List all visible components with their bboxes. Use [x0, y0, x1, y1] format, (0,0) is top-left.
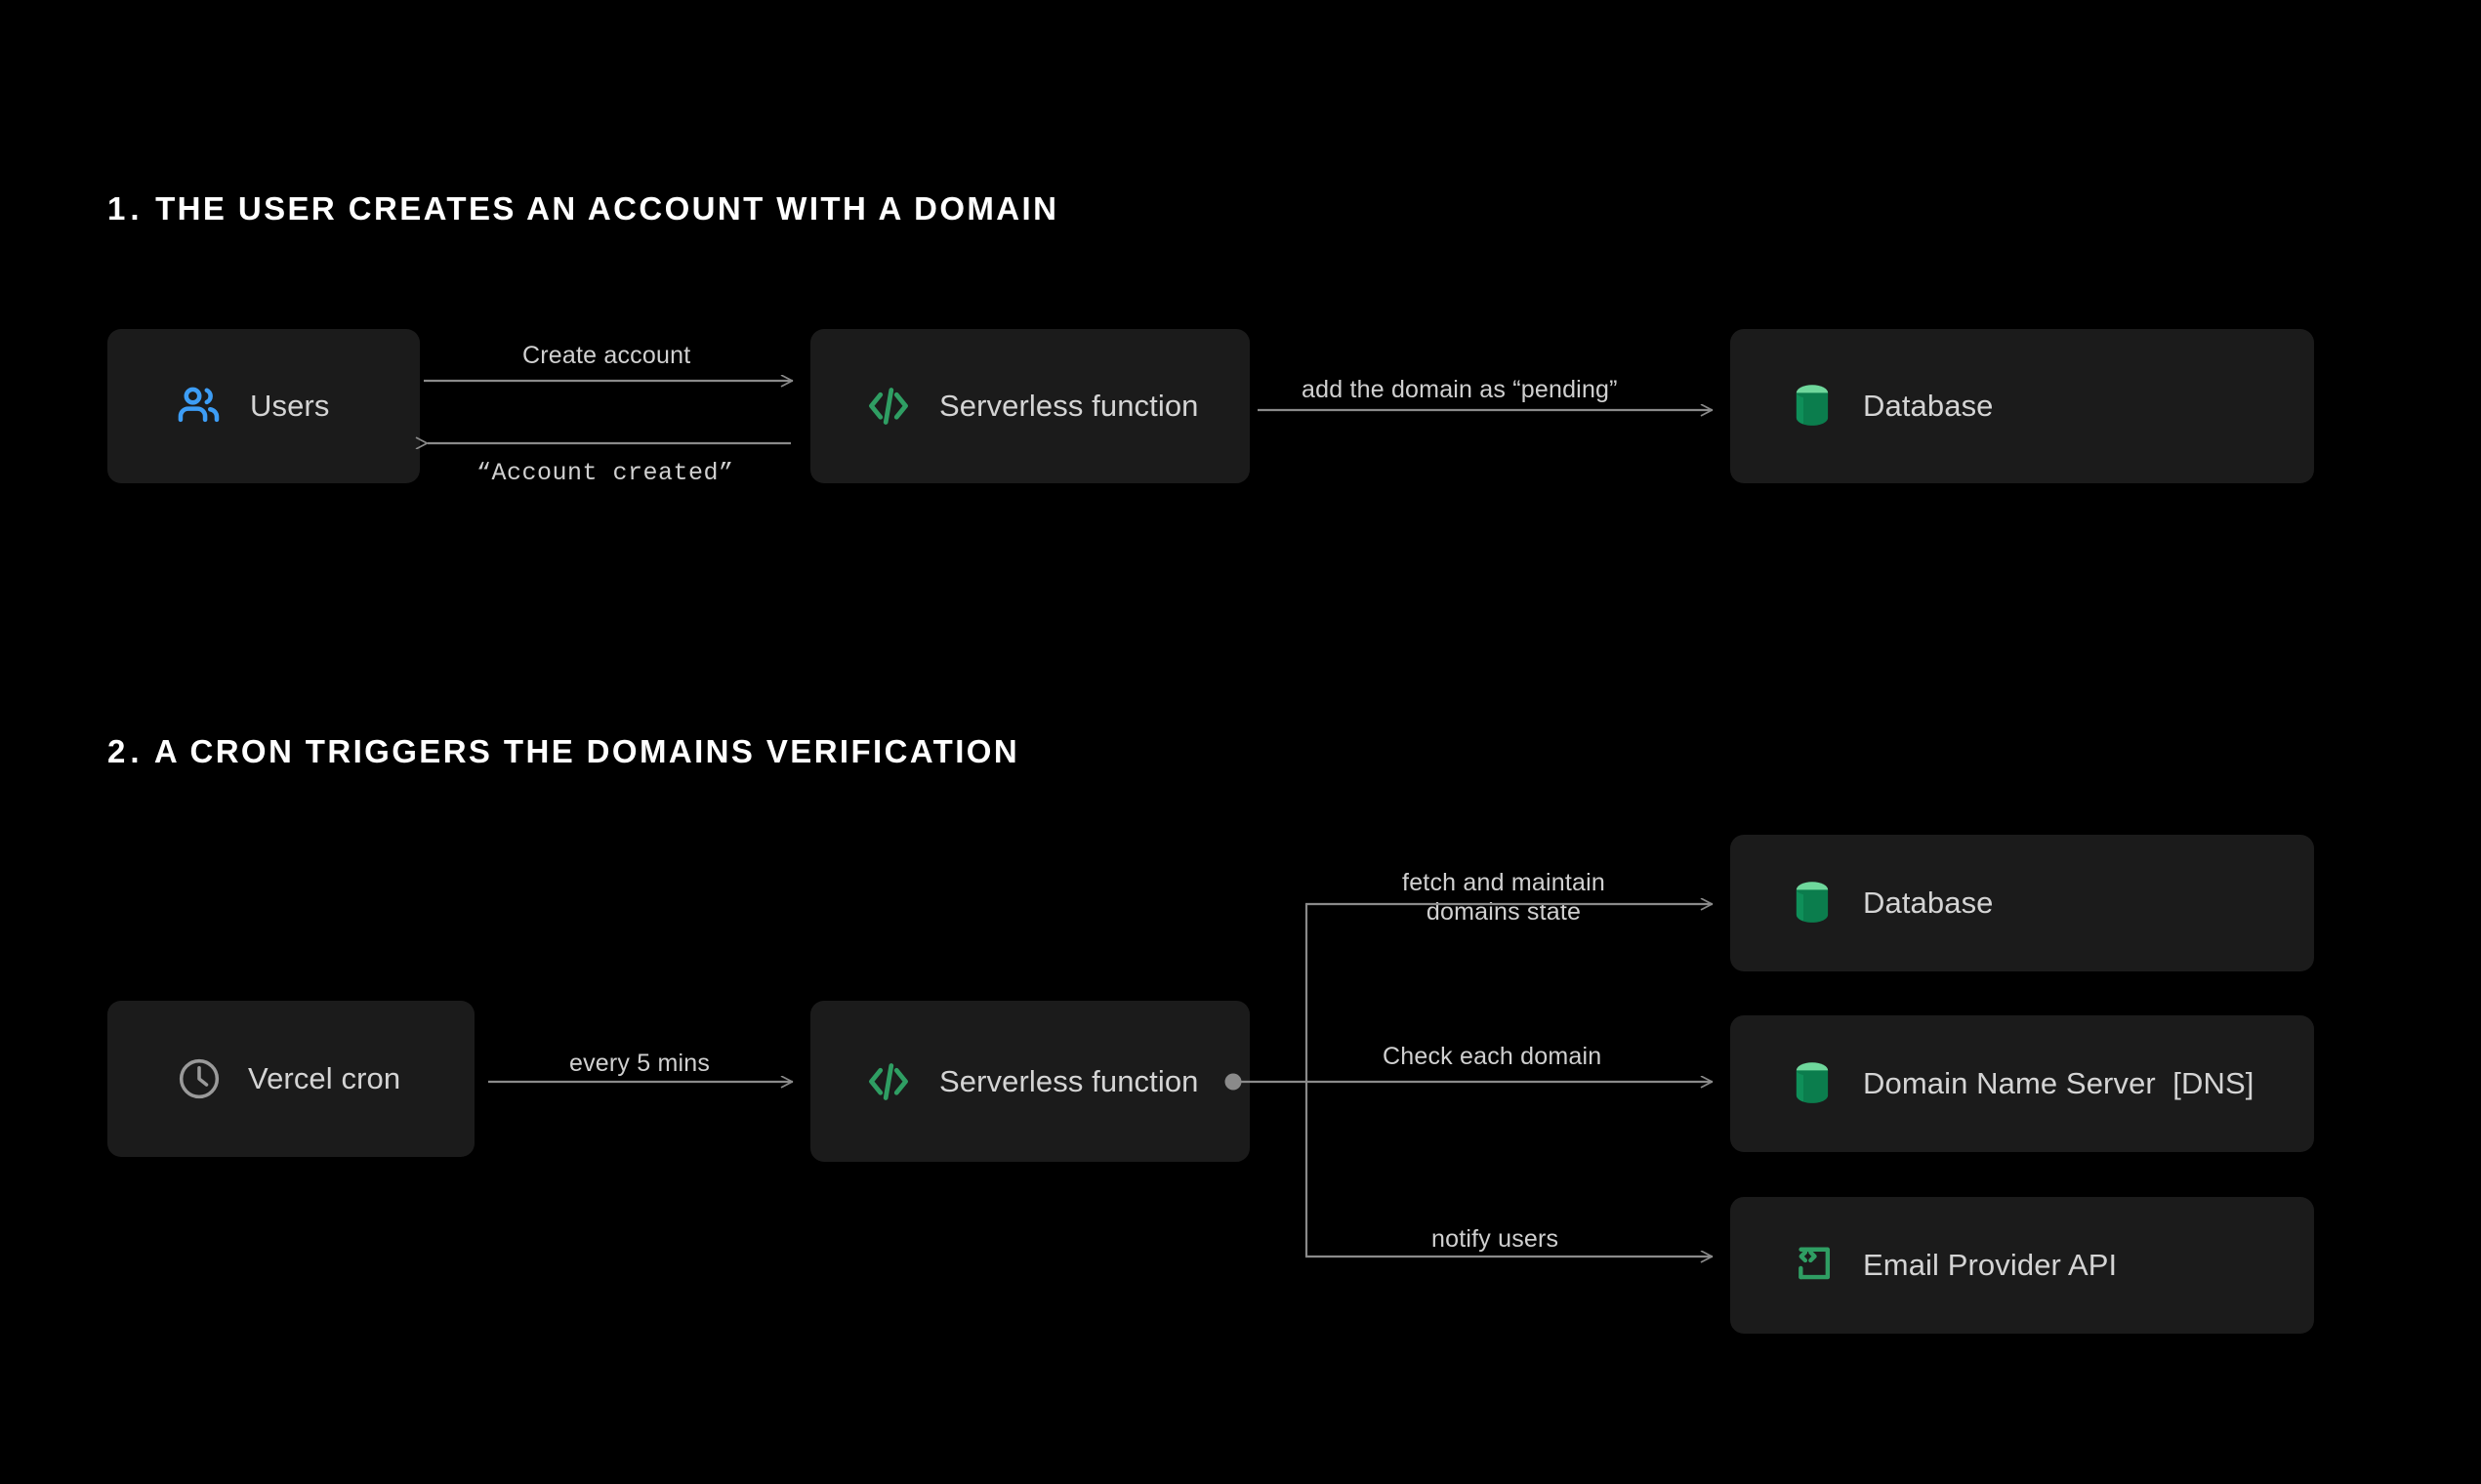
code-brackets-icon: [863, 381, 914, 432]
node-database-1[interactable]: Database: [1730, 329, 2314, 483]
edge-label-account-created: “Account created”: [476, 459, 734, 487]
edge-label-fetch-and-maintain: fetch and maintain domains state: [1377, 869, 1631, 927]
database-cylinder-icon: [1787, 381, 1838, 432]
node-email-provider-api[interactable]: Email Provider API: [1730, 1197, 2314, 1334]
edge-label-check-each-domain: Check each domain: [1383, 1043, 1602, 1070]
node-serverless-function-2[interactable]: Serverless function: [810, 1001, 1250, 1162]
node-domain-name-server-label: Domain Name Server [DNS]: [1863, 1066, 2254, 1100]
node-database-2[interactable]: Database: [1730, 835, 2314, 971]
node-serverless-function-2-label: Serverless function: [939, 1063, 1199, 1098]
section-1-number: 1.: [107, 190, 145, 227]
node-vercel-cron-label: Vercel cron: [248, 1061, 401, 1095]
node-users-label: Users: [250, 389, 330, 423]
node-database-1-label: Database: [1863, 389, 1994, 423]
node-domain-name-server[interactable]: Domain Name Server [DNS]: [1730, 1015, 2314, 1152]
clock-icon: [174, 1053, 225, 1104]
node-serverless-function-1-label: Serverless function: [939, 389, 1199, 423]
node-serverless-function-1[interactable]: Serverless function: [810, 329, 1250, 483]
node-database-2-label: Database: [1863, 886, 1994, 920]
node-email-provider-api-label: Email Provider API: [1863, 1248, 2118, 1282]
users-icon: [174, 381, 225, 432]
edge-label-create-account: Create account: [522, 342, 691, 369]
node-vercel-cron[interactable]: Vercel cron: [107, 1001, 475, 1157]
section-1-title-text: THE USER CREATES AN ACCOUNT WITH A DOMAI…: [155, 190, 1059, 227]
edge-label-notify-users: notify users: [1431, 1225, 1559, 1253]
code-box-icon: [1787, 1240, 1838, 1291]
section-1-title: 1. THE USER CREATES AN ACCOUNT WITH A DO…: [107, 192, 1058, 225]
database-cylinder-icon: [1787, 1058, 1838, 1109]
edge-label-add-domain-pending: add the domain as “pending”: [1302, 376, 1618, 403]
edge-label-every-5-mins: every 5 mins: [569, 1050, 711, 1077]
edge-label-fetch-line-2: domains state: [1426, 897, 1582, 926]
section-2-title: 2. A CRON TRIGGERS THE DOMAINS VERIFICAT…: [107, 735, 1019, 767]
section-2-title-text: A CRON TRIGGERS THE DOMAINS VERIFICATION: [153, 733, 1020, 769]
database-cylinder-icon: [1787, 878, 1838, 928]
code-brackets-icon: [863, 1056, 914, 1107]
section-2-number: 2.: [107, 733, 145, 769]
node-users[interactable]: Users: [107, 329, 420, 483]
edge-label-fetch-line-1: fetch and maintain: [1402, 869, 1605, 896]
